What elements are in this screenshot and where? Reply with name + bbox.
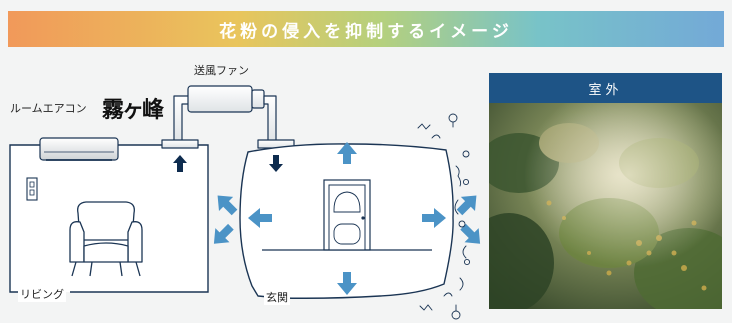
duct-system xyxy=(161,85,295,149)
banner-title: 花粉の侵入を抑制するイメージ xyxy=(219,21,513,42)
photo-title: 室外 xyxy=(489,73,722,103)
living-label: リビング xyxy=(18,286,66,302)
air-conditioner-icon xyxy=(39,137,119,161)
duct-arrows xyxy=(173,155,283,172)
fan-label: 送風ファン xyxy=(194,64,249,77)
airflow-arrows xyxy=(213,142,481,295)
wall-switch-icon xyxy=(26,177,38,201)
outdoor-photo-panel: 室外 xyxy=(489,73,722,309)
armchair-icon xyxy=(69,201,143,277)
aircon-label: ルームエアコン xyxy=(10,102,87,115)
cedar-pollen-photo xyxy=(489,103,722,309)
brand-logo: 霧ヶ峰 xyxy=(102,97,164,123)
title-banner: 花粉の侵入を抑制するイメージ xyxy=(8,11,724,47)
pollen-particles xyxy=(417,113,471,320)
entrance-label: 玄関 xyxy=(264,289,290,305)
door-icon xyxy=(323,179,371,251)
